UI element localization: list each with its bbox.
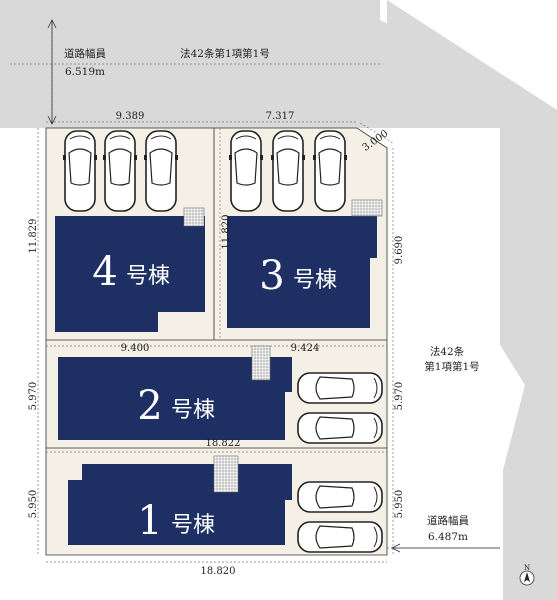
building-1-label: 1 号棟 (137, 498, 215, 544)
dim-lot1-left: 5.950 (28, 490, 39, 519)
north-road-law: 法42条第1項第1号 (180, 47, 270, 60)
grid-patch-3 (351, 199, 383, 217)
east-road-law-2: 第1項第1号 (424, 360, 479, 373)
dim-lot2-left: 5.970 (28, 382, 39, 411)
dim-lot3-top: 7.317 (266, 111, 295, 122)
east-road-width-arrow (391, 543, 500, 553)
road-width-arrow (47, 19, 57, 125)
car-icon (297, 412, 383, 444)
car-icon (229, 130, 263, 212)
dim-lot3-left: 11.820 (221, 215, 232, 250)
building-3-suffix: 号棟 (293, 268, 337, 293)
grid-patch-1 (213, 455, 239, 493)
east-road-width: 6.487m (428, 531, 468, 543)
compass-icon: N (519, 564, 535, 586)
dim-lot3-right: 9.690 (394, 236, 405, 265)
grid-patch-2 (251, 345, 271, 381)
parking-spaces (63, 130, 383, 553)
car-icon (313, 130, 347, 212)
dim-lot2-top-left: 9.400 (121, 343, 150, 354)
dim-lot4-left: 11.829 (28, 219, 39, 254)
dim-lot2-right: 5.970 (394, 382, 405, 411)
car-icon (63, 130, 97, 212)
north-road-width: 6.519m (65, 66, 105, 78)
lot-boundaries (45, 127, 388, 556)
car-icon (144, 130, 178, 212)
east-road-label: 道路幅員 (427, 514, 469, 527)
car-icon (297, 481, 383, 513)
north-road-label: 道路幅員 (64, 47, 106, 60)
building-3-number: 3 (259, 253, 284, 299)
dim-lot1-bottom: 18.820 (201, 566, 236, 577)
building-1-suffix: 号棟 (171, 513, 215, 538)
dim-lot1-right: 5.950 (394, 490, 405, 519)
building-2-number: 2 (137, 383, 162, 429)
building-2-label: 2 号棟 (137, 383, 215, 429)
building-4-label: 4 号棟 (92, 249, 170, 295)
building-4 (55, 216, 205, 332)
building-3-label: 3 号棟 (259, 253, 337, 299)
grid-patch-4 (183, 207, 205, 227)
east-road-law-1: 法42条 (430, 345, 465, 358)
car-icon (103, 130, 137, 212)
dim-lot2-bottom: 18.822 (206, 438, 241, 449)
dim-lot2-top-right: 9.424 (291, 343, 320, 354)
building-1-number: 1 (137, 498, 162, 544)
building-2 (58, 357, 292, 440)
car-icon (297, 521, 383, 553)
car-icon (297, 372, 383, 404)
building-2-suffix: 号棟 (171, 398, 215, 423)
car-icon (271, 130, 305, 212)
compass-label: N (524, 564, 530, 572)
east-road (387, 0, 557, 600)
dim-lot4-top: 9.389 (116, 111, 145, 122)
building-3 (227, 216, 377, 328)
building-4-suffix: 号棟 (126, 264, 170, 289)
building-4-number: 4 (92, 249, 117, 295)
